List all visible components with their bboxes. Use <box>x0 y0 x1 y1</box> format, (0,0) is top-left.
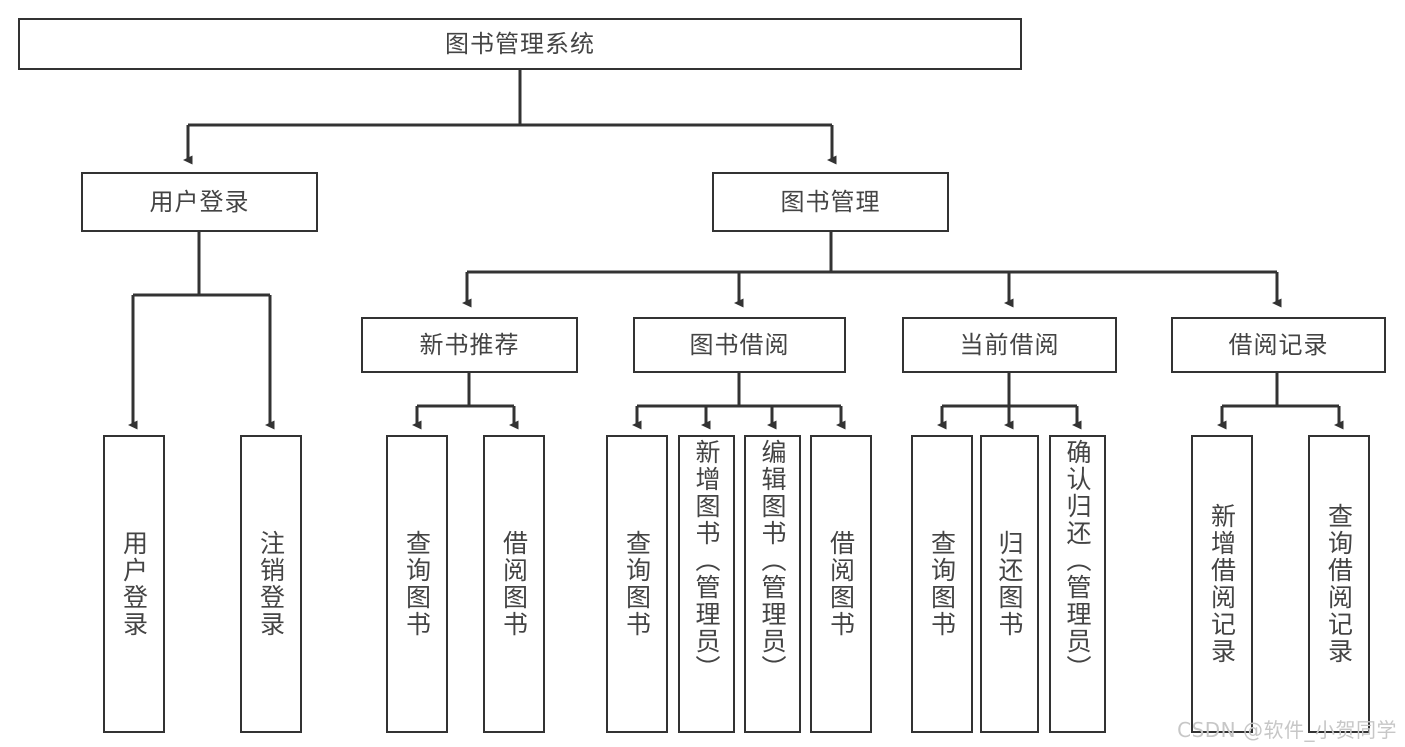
node-book-management-label: 图书管理 <box>780 187 881 216</box>
leaf-return-book-label: 归还图书 <box>995 530 1024 638</box>
leaf-query-book-2[interactable]: 查询图书 <box>606 435 668 733</box>
leaf-return-book[interactable]: 归还图书 <box>980 435 1039 733</box>
leaf-query-book-3[interactable]: 查询图书 <box>911 435 973 733</box>
leaf-query-record[interactable]: 查询借阅记录 <box>1308 435 1370 733</box>
leaf-logout-login[interactable]: 注销登录 <box>240 435 302 733</box>
leaf-add-record-label: 新增借阅记录 <box>1207 503 1237 665</box>
leaf-add-record[interactable]: 新增借阅记录 <box>1191 435 1253 733</box>
leaf-query-book-3-label: 查询图书 <box>927 530 957 638</box>
leaf-confirm-return[interactable]: 确认归还（管理员） <box>1049 435 1106 733</box>
leaf-borrow-book-2[interactable]: 借阅图书 <box>810 435 872 733</box>
node-current-borrow-label: 当前借阅 <box>959 330 1060 359</box>
leaf-query-book-1-label: 查询图书 <box>402 530 432 638</box>
leaf-query-book-1[interactable]: 查询图书 <box>386 435 448 733</box>
leaf-edit-book[interactable]: 编辑图书（管理员） <box>744 435 801 733</box>
node-borrow-record-label: 借阅记录 <box>1228 330 1329 359</box>
leaf-edit-book-label: 编辑图书（管理员） <box>758 439 787 682</box>
node-new-book-recommend-label: 新书推荐 <box>419 330 520 359</box>
leaf-user-login-label: 用户登录 <box>119 530 149 638</box>
node-current-borrow[interactable]: 当前借阅 <box>902 317 1117 373</box>
leaf-query-book-2-label: 查询图书 <box>622 530 652 638</box>
leaf-logout-login-label: 注销登录 <box>256 530 286 638</box>
leaf-borrow-book-2-label: 借阅图书 <box>826 530 856 638</box>
node-borrow-record[interactable]: 借阅记录 <box>1171 317 1386 373</box>
watermark: CSDN @软件_小贺同学 <box>1177 718 1397 742</box>
node-book-borrow[interactable]: 图书借阅 <box>633 317 846 373</box>
leaf-borrow-book-1[interactable]: 借阅图书 <box>483 435 545 733</box>
leaf-add-book-label: 新增图书（管理员） <box>692 439 721 682</box>
leaf-add-book[interactable]: 新增图书（管理员） <box>678 435 735 733</box>
node-root[interactable]: 图书管理系统 <box>18 18 1022 70</box>
node-user-login[interactable]: 用户登录 <box>81 172 318 232</box>
leaf-confirm-return-label: 确认归还（管理员） <box>1063 439 1092 682</box>
leaf-user-login[interactable]: 用户登录 <box>103 435 165 733</box>
leaf-query-record-label: 查询借阅记录 <box>1324 503 1354 665</box>
node-new-book-recommend[interactable]: 新书推荐 <box>361 317 578 373</box>
node-root-label: 图书管理系统 <box>445 29 595 58</box>
leaf-borrow-book-1-label: 借阅图书 <box>499 530 529 638</box>
node-book-borrow-label: 图书借阅 <box>689 330 790 359</box>
node-user-login-label: 用户登录 <box>149 187 250 216</box>
node-book-management[interactable]: 图书管理 <box>712 172 949 232</box>
